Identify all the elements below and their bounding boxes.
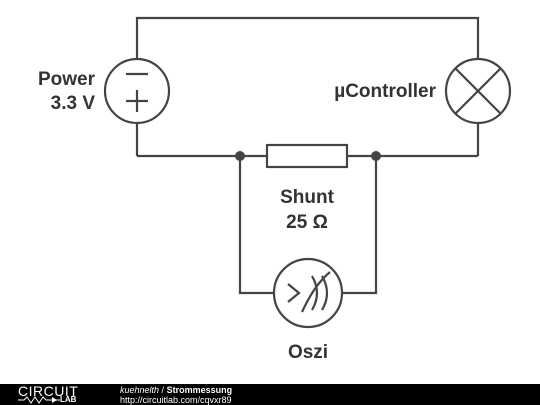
power-label: Power xyxy=(38,69,96,90)
circuit-schematic: Power 3.3 V µController Shunt 25 Ω Oszi xyxy=(38,16,512,363)
scope-label: Oszi xyxy=(288,342,328,363)
circuit-meta: kuehnelth / Strommessung http://circuitl… xyxy=(120,385,232,405)
circuitlab-logo[interactable]: CIRCUIT LAB xyxy=(18,384,110,405)
resistor-symbol xyxy=(265,143,349,169)
voltage-source-symbol xyxy=(103,57,171,125)
separator: / xyxy=(159,384,167,395)
oscilloscope-symbol xyxy=(272,257,344,329)
logo-text-top: CIRCUIT xyxy=(18,383,79,399)
junction-right xyxy=(371,151,381,161)
author-title-line: kuehnelth / Strommessung xyxy=(120,385,232,395)
lamp-symbol xyxy=(444,57,512,125)
wire-scope-right xyxy=(342,156,378,295)
scope-trace xyxy=(301,271,331,313)
scope-arrow xyxy=(287,283,301,303)
wire-top xyxy=(135,16,480,60)
circuit-title[interactable]: Strommessung xyxy=(166,384,233,395)
wire-scope-left xyxy=(238,156,274,295)
wires xyxy=(135,16,480,295)
circuit-url[interactable]: http://circuitlab.com/cqvxr89 xyxy=(120,394,232,405)
resistor-squiggle-icon xyxy=(18,396,60,404)
author-link[interactable]: kuehnelth xyxy=(120,384,160,395)
shunt-value-label: 25 Ω xyxy=(286,212,328,233)
logo-text-bottom: LAB xyxy=(60,395,77,404)
power-voltage-label: 3.3 V xyxy=(51,93,96,114)
shunt-label: Shunt xyxy=(280,187,334,208)
footer-bar: CIRCUIT LAB kuehnelth / Strommessung htt… xyxy=(0,384,540,405)
controller-label: µController xyxy=(334,81,436,102)
junction-left xyxy=(235,151,245,161)
